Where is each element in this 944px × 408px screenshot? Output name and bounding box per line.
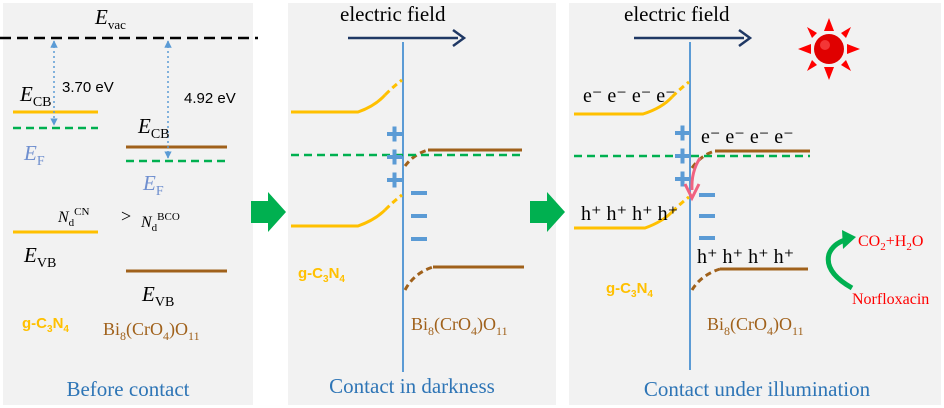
gcn-material-label: g-C3N4: [22, 315, 69, 335]
nd-cn-label: NdCN: [57, 206, 90, 229]
panel-2-gcn-cb-solid: [291, 93, 387, 114]
panel-contact-darkness: electric field g-C3N4 Bi8(CrO4)O11: [288, 2, 556, 405]
panel-3-negative-charges: [699, 193, 715, 240]
panel-3-gcn-vb-bent: [670, 195, 690, 214]
panel-3-positive-charges: [675, 125, 690, 187]
gcn-work-function-value: 3.70 eV: [62, 79, 114, 96]
panel-3-caption: Contact under illumination: [644, 377, 871, 401]
panel-3-gcn-cb-bent: [670, 80, 690, 99]
electron-transfer-arrow: [690, 157, 702, 191]
panel-3-bco-cb-bent: [690, 149, 716, 169]
panel-3-background: [569, 3, 941, 405]
panel-2-field-arrow-head: [452, 28, 467, 48]
panel-1-background: [3, 3, 253, 405]
gcn-evb-label: EVB: [23, 243, 56, 271]
vacuum-level-label: Evac: [94, 5, 126, 32]
panel-2-positive-charges: [387, 126, 402, 188]
panel-3-bco-label: Bi8(CrO4)O11: [707, 314, 804, 338]
degradation-arrowhead: [842, 230, 856, 249]
panel-contact-illumination: electric field: [569, 2, 941, 405]
norfloxacin-label: Norfloxacin: [852, 291, 929, 308]
electron-transfer-arrowhead: [683, 183, 701, 202]
panel-before-contact: Evac 3.70 eV 4.92 eV ECB ECB EF EF EVB E…: [0, 3, 258, 405]
nd-bco-label: NdBCO: [140, 211, 180, 234]
panel-3-field-arrow-head: [738, 28, 753, 48]
bco-holes: h⁺ h⁺ h⁺ h⁺: [697, 246, 794, 268]
panel-3-gcn-cb-solid: [574, 95, 674, 116]
bco-ef-label: EF: [142, 171, 164, 199]
panel-2-gcn-vb-solid: [291, 208, 387, 228]
gcn-ef-label: EF: [23, 141, 45, 169]
gcn-holes: h⁺ h⁺ h⁺ h⁺: [581, 203, 678, 225]
panel-2-gcn-cb-bent: [383, 78, 403, 97]
bco-electrons: e⁻ e⁻ e⁻ e⁻: [701, 126, 794, 148]
panel-2-field-label: electric field: [340, 2, 446, 26]
panel-2-background: [288, 3, 556, 405]
panel-2-bco-vb-bent: [403, 265, 434, 291]
panel-2-caption: Contact in darkness: [329, 374, 495, 398]
panel-3-gcn-label: g-C3N4: [606, 280, 653, 300]
bco-ecb-label: ECB: [137, 114, 170, 142]
bco-material-label: Bi8(CrO4)O11: [103, 319, 200, 343]
gcn-electrons: e⁻ e⁻ e⁻ e⁻: [583, 85, 676, 107]
panel-2-gcn-label: g-C3N4: [298, 265, 345, 285]
greater-than-symbol: >: [121, 206, 131, 226]
panel-3-gcn-vb-solid: [574, 210, 674, 230]
bco-evb-label: EVB: [141, 282, 174, 310]
panel-2-gcn-vb-bent: [383, 193, 403, 212]
degradation-arrow: [825, 237, 854, 291]
panel-3-bco-vb-bent: [690, 267, 721, 291]
panel-3-field-label: electric field: [624, 2, 730, 26]
gcn-ecb-label: ECB: [19, 82, 52, 110]
bco-work-function-value: 4.92 eV: [184, 90, 236, 107]
co2-h2o-product: CO2+H2O: [858, 233, 923, 253]
sun-icon: [798, 18, 860, 80]
panel-2-bco-label: Bi8(CrO4)O11: [411, 314, 508, 338]
panel-2-negative-charges: [411, 191, 427, 241]
process-arrow-2: [530, 192, 565, 232]
process-arrow-1: [251, 192, 286, 232]
panel-1-caption: Before contact: [66, 377, 189, 401]
